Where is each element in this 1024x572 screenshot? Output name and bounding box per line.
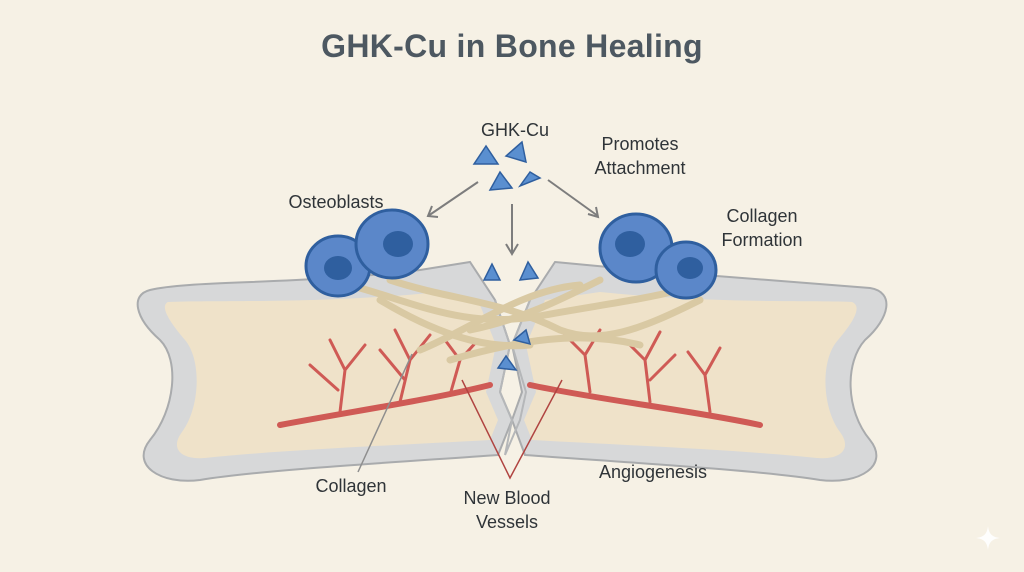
label-promotes-line1: Promotes — [601, 134, 679, 154]
action-arrows — [426, 179, 600, 256]
label-new-blood-line2: Vessels — [475, 512, 539, 532]
label-angiogenesis: Angiogenesis — [598, 462, 708, 482]
bone-marrow-right — [524, 292, 857, 459]
label-ghk-cu: GHK-Cu — [480, 120, 549, 140]
leader-lines — [357, 353, 563, 480]
osteoblast-cells-left — [304, 208, 430, 298]
sparkle-icon — [976, 526, 1000, 550]
osteoblast-cells-right — [598, 212, 718, 300]
label-osteoblasts: Osteoblasts — [288, 192, 384, 212]
label-collagen: Collagen — [315, 476, 387, 496]
label-collagen-formation-line2: Formation — [721, 230, 803, 250]
label-promotes-line2: Attachment — [594, 158, 686, 178]
label-collagen-formation-line1: Collagen — [726, 206, 798, 226]
label-promotes-attachment: Promotes Attachment — [576, 132, 704, 180]
ghk-cu-peptides — [472, 140, 542, 371]
label-collagen-formation: Collagen Formation — [712, 204, 812, 252]
label-new-blood-vessels: New Blood Vessels — [448, 486, 566, 534]
label-new-blood-line1: New Blood — [463, 488, 551, 508]
bone-marrow-left — [164, 292, 498, 459]
collagen-fibers — [356, 276, 704, 364]
diagram-title: GHK-Cu in Bone Healing — [321, 28, 703, 64]
